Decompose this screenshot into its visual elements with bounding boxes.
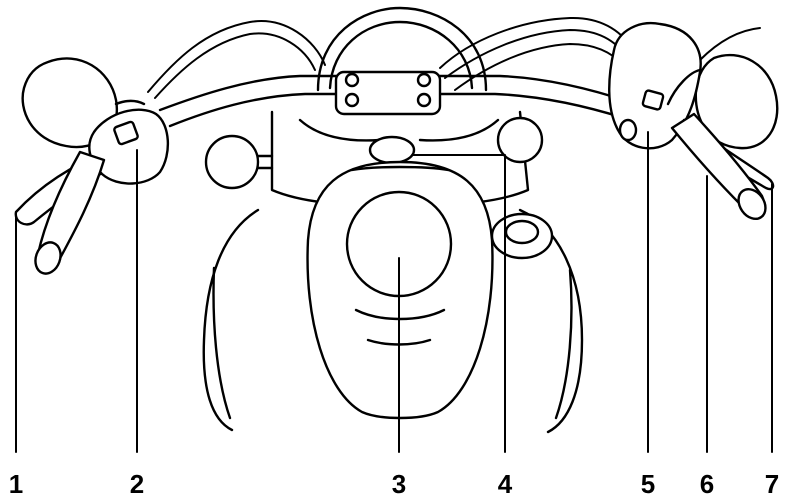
indicator-light xyxy=(370,137,414,163)
callout-4: 4 xyxy=(498,469,513,499)
callout-7: 7 xyxy=(765,469,779,499)
callout-6: 6 xyxy=(700,469,714,499)
callout-1: 1 xyxy=(9,469,23,499)
left-turn-signal xyxy=(206,136,272,188)
fuel-cap xyxy=(492,214,552,258)
callout-3: 3 xyxy=(392,469,406,499)
callout-2: 2 xyxy=(130,469,144,499)
callout-5: 5 xyxy=(641,469,655,499)
callout-numbers: 1 2 3 4 5 6 7 xyxy=(9,469,779,499)
handlebar-clamp xyxy=(336,72,440,114)
